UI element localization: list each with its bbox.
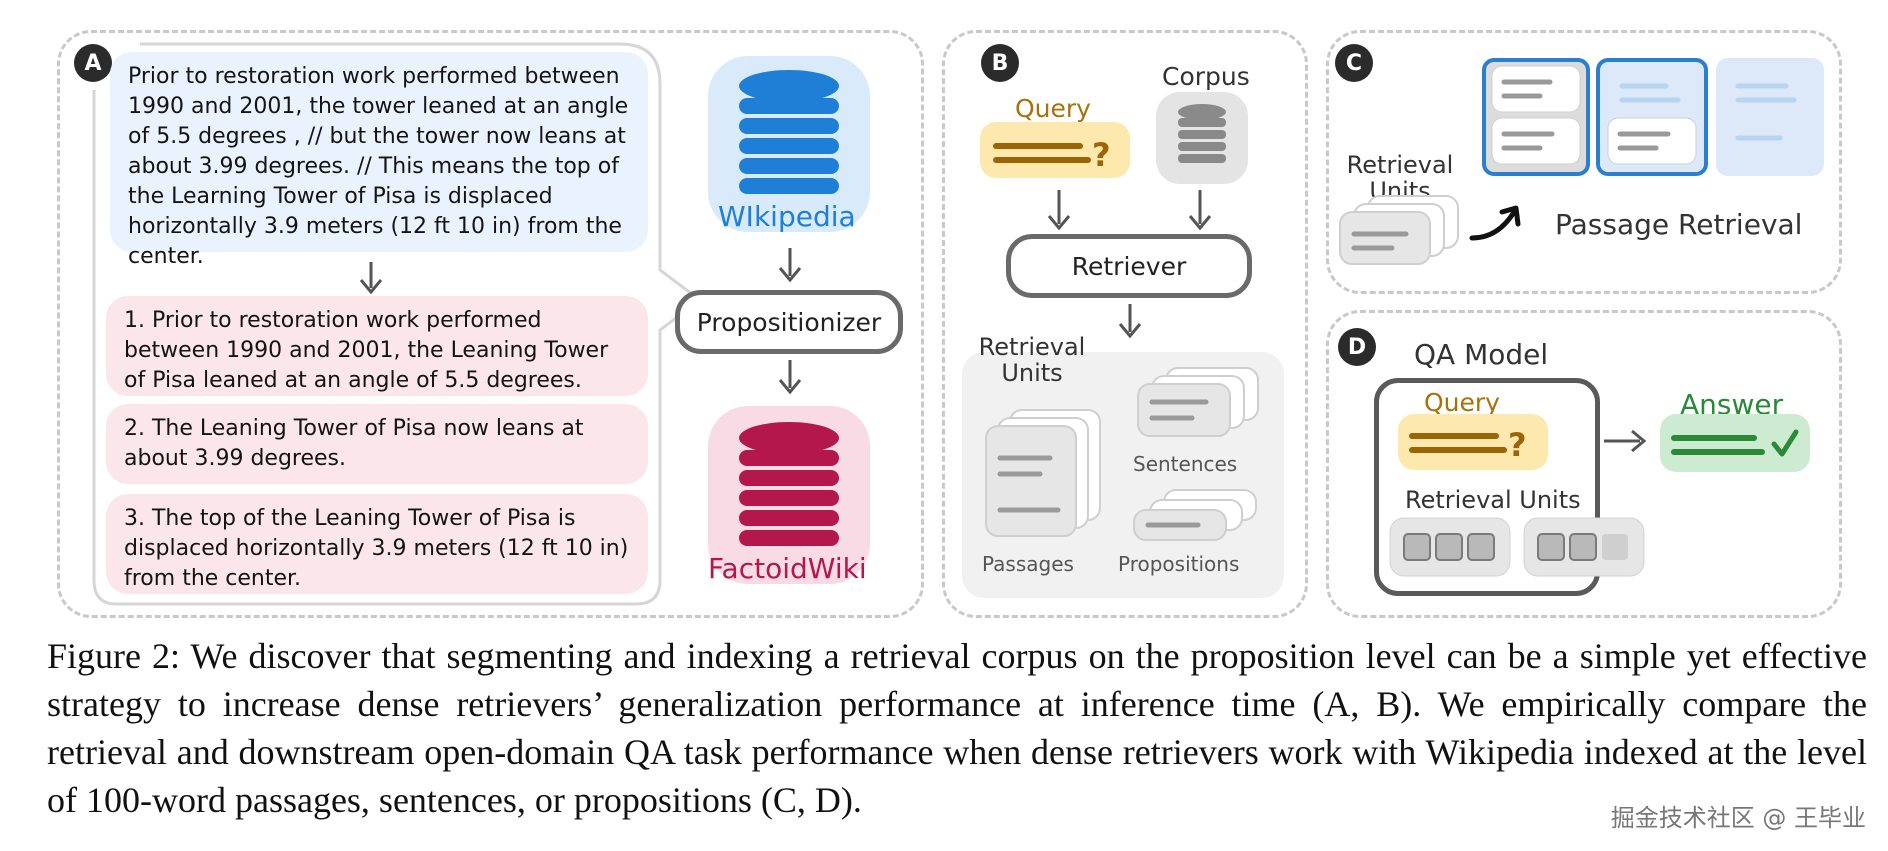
source-paragraph-text: Prior to restoration work performed betw…: [128, 64, 629, 269]
arrow-down-a1: [359, 262, 383, 295]
svg-text:?: ?: [1508, 426, 1527, 464]
qa-model-label: QA Model: [1414, 338, 1549, 371]
propositionizer-box: Propositionizer: [675, 290, 903, 354]
panel-c-badge: C: [1335, 44, 1373, 82]
answer-check-icon: [1671, 429, 1799, 457]
query-bubble-b: [980, 122, 1130, 178]
svg-text:?: ?: [1092, 136, 1111, 174]
proposition-card-3: 3. The top of the Leaning Tower of Pisa …: [106, 494, 648, 594]
query-bubble-d: [1398, 414, 1548, 470]
wikipedia-database-icon: [739, 70, 839, 194]
watermark: 掘金技术社区 @ 王毕业: [1610, 804, 1866, 832]
retrieval-units-blocks-d: [1389, 517, 1645, 577]
panel-c: [1326, 30, 1842, 294]
panel-d-badge: D: [1338, 328, 1376, 366]
corpus-label: Corpus: [1162, 62, 1250, 91]
answer-bubble: [1660, 414, 1810, 472]
query-label-b: Query: [1015, 94, 1091, 123]
passages-stack-icon: [985, 409, 1101, 537]
corpus-database-icon: [1178, 104, 1226, 163]
qa-model-box: [1374, 378, 1600, 596]
passage-card-3: [1716, 58, 1824, 176]
proposition-text-1: 1. Prior to restoration work performed b…: [124, 308, 609, 393]
panel-a-badge: A: [74, 44, 112, 82]
propositions-stack-icon: [1133, 489, 1257, 541]
sentences-stack-icon: [1137, 367, 1259, 437]
query-lines-icon-b: ?: [993, 136, 1111, 174]
curved-arrow-icon: [1469, 205, 1521, 241]
query-lines-icon-d: ?: [1409, 426, 1527, 464]
panel-b: [942, 30, 1308, 618]
factoidwiki-label: FactoidWiki: [708, 552, 867, 585]
passages-label: Passages: [982, 552, 1074, 576]
proposition-card-2: 2. The Leaning Tower of Pisa now leans a…: [106, 404, 648, 484]
proposition-text-3: 3. The top of the Leaning Tower of Pisa …: [124, 506, 629, 591]
wikipedia-label: WIkipedia: [718, 200, 856, 233]
units-stack-icon-c: [1339, 195, 1459, 265]
arrow-down-a3: [778, 360, 802, 395]
passage-card-1-content: [1491, 65, 1581, 165]
panel-b-badge: B: [981, 44, 1019, 82]
query-label-d: Query: [1424, 388, 1500, 417]
passage-card-2-content: [1607, 83, 1697, 165]
arrow-down-b: [1118, 304, 1142, 339]
retriever-label: Retriever: [1071, 251, 1187, 281]
passage-card-3-content: [1735, 83, 1797, 141]
retrieval-units-label-d: Retrieval Units: [1405, 486, 1581, 514]
source-paragraph-card: Prior to restoration work performed betw…: [110, 52, 648, 269]
arrows-to-retriever: [1047, 190, 1212, 231]
retriever-box: Retriever: [1006, 234, 1252, 298]
sentences-label: Sentences: [1133, 452, 1238, 476]
proposition-card-1: 1. Prior to restoration work performed b…: [106, 296, 648, 396]
passage-retrieval-label: Passage Retrieval: [1555, 208, 1803, 241]
arrow-right-d: [1604, 429, 1647, 453]
propositionizer-label: Propositionizer: [696, 307, 882, 337]
factoidwiki-database-icon: [739, 422, 839, 546]
figure-caption: Figure 2: We discover that segmenting an…: [47, 636, 1867, 820]
arrow-down-a2: [778, 248, 802, 283]
panel-d: [1326, 310, 1842, 618]
retrieval-units-label-b: Retrieval Units: [978, 333, 1086, 387]
proposition-text-2: 2. The Leaning Tower of Pisa now leans a…: [124, 416, 584, 471]
panel-a: [57, 30, 924, 618]
propositions-label: Propositions: [1118, 552, 1240, 576]
